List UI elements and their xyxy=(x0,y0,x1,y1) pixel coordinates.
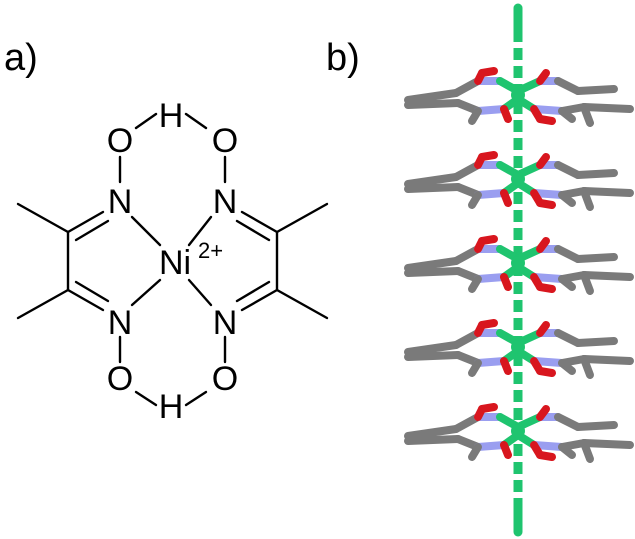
oxygen-bond-stick xyxy=(500,273,512,291)
carbon-bond-stick xyxy=(558,443,576,459)
nickel-atom xyxy=(511,172,525,186)
atom-n-top-right: N xyxy=(213,183,238,221)
carbon-bond-stick xyxy=(404,257,460,272)
carbon-bond-stick xyxy=(404,99,462,109)
nickel-atom xyxy=(511,256,525,270)
oxygen-bond-stick xyxy=(536,321,550,337)
carbon-bond-stick xyxy=(452,245,482,265)
oxygen-bond-stick xyxy=(536,199,556,209)
carbon-bond-stick xyxy=(404,183,462,193)
nitrogen-bond-stick xyxy=(474,105,508,115)
carbon-bond-stick xyxy=(580,439,634,449)
carbon-bond-stick xyxy=(558,107,576,123)
stacked-molecule xyxy=(404,67,634,127)
nickel-atom xyxy=(511,340,525,354)
oxygen-bond-stick xyxy=(536,153,550,169)
oxygen-bond-stick xyxy=(478,235,498,245)
carbon-bond-stick xyxy=(404,341,460,356)
atom-metal: Ni xyxy=(159,244,191,282)
carbon-bond-stick xyxy=(580,271,634,281)
oxygen-bond-stick xyxy=(478,403,498,413)
carbon-bond-stick xyxy=(404,89,460,104)
atom-o-bottom-left: O xyxy=(107,360,133,398)
carbon-bond-stick xyxy=(574,169,618,179)
carbon-bond-stick xyxy=(452,413,482,433)
stacked-molecule xyxy=(404,319,634,379)
carbon-bond-stick xyxy=(574,253,618,263)
carbon-bond-stick xyxy=(404,173,460,188)
oxygen-bond-stick xyxy=(536,115,556,125)
molecular-stack xyxy=(404,3,634,537)
nickel-atom xyxy=(511,88,525,102)
oxygen-bond-stick xyxy=(536,69,550,85)
oxygen-bond-stick xyxy=(478,151,498,161)
atom-n-bottom-left: N xyxy=(108,304,133,342)
oxygen-bond-stick xyxy=(500,189,512,207)
carbon-bond-stick xyxy=(468,443,482,461)
carbon-bond-stick xyxy=(580,355,634,365)
oxygen-bond-stick xyxy=(500,357,512,375)
carbon-bond-stick xyxy=(580,187,594,211)
carbon-bond-stick xyxy=(558,359,576,375)
panel-label-b: b) xyxy=(326,37,360,79)
atom-o-bottom-right: O xyxy=(212,360,238,398)
carbon-bond-stick xyxy=(580,439,594,463)
atom-n-bottom-right: N xyxy=(213,304,238,342)
carbon-bond-stick xyxy=(580,355,594,379)
atom-h-bottom: H xyxy=(159,388,184,426)
carbon-bond-stick xyxy=(468,275,482,293)
carbon-bond-stick xyxy=(558,191,576,207)
stacked-molecule xyxy=(404,151,634,211)
stacked-molecules xyxy=(404,67,634,463)
nitrogen-bond-stick xyxy=(474,189,508,199)
carbon-bond-stick xyxy=(580,187,634,197)
carbon-bond-stick xyxy=(404,351,462,361)
carbon-bond-stick xyxy=(580,103,594,127)
oxygen-bond-stick xyxy=(536,451,556,461)
oxygen-bond-stick xyxy=(478,319,498,329)
carbon-bond-stick xyxy=(404,435,462,445)
oxygen-bond-stick xyxy=(478,67,498,77)
carbon-bond-stick xyxy=(558,275,576,291)
metal-charge: 2+ xyxy=(198,238,223,263)
carbon-bond-stick xyxy=(404,425,460,440)
carbon-bond-stick xyxy=(574,337,618,347)
carbon-bond-stick xyxy=(580,103,634,113)
oxygen-bond-stick xyxy=(536,283,556,293)
atom-h-top: H xyxy=(159,97,184,135)
carbon-bond-stick xyxy=(452,329,482,349)
panel-label-a: a) xyxy=(4,37,38,79)
oxygen-bond-stick xyxy=(500,441,512,459)
carbon-bond-stick xyxy=(580,271,594,295)
carbon-bond-stick xyxy=(404,267,462,277)
oxygen-bond-stick xyxy=(536,237,550,253)
stacked-molecule xyxy=(404,403,634,463)
bonds xyxy=(16,112,329,407)
stacked-molecule xyxy=(404,235,634,295)
atom-n-top-left: N xyxy=(108,183,133,221)
nitrogen-bond-stick xyxy=(474,273,508,283)
oxygen-bond-stick xyxy=(500,105,512,123)
structural-formula: H O O N N Ni 2+ N N O O H xyxy=(16,97,329,426)
carbon-bond-stick xyxy=(468,107,482,125)
nitrogen-bond-stick xyxy=(474,357,508,367)
carbon-bond-stick xyxy=(468,359,482,377)
oxygen-bond-stick xyxy=(536,367,556,377)
atom-o-top-left: O xyxy=(107,122,133,160)
carbon-bond-stick xyxy=(452,77,482,97)
nitrogen-bond-stick xyxy=(474,441,508,451)
carbon-bond-stick xyxy=(452,161,482,181)
oxygen-bond-stick xyxy=(536,405,550,421)
carbon-bond-stick xyxy=(574,421,618,431)
carbon-bond-stick xyxy=(574,85,618,95)
carbon-bond-stick xyxy=(468,191,482,209)
atom-o-top-right: O xyxy=(212,122,238,160)
nickel-atom xyxy=(511,424,525,438)
